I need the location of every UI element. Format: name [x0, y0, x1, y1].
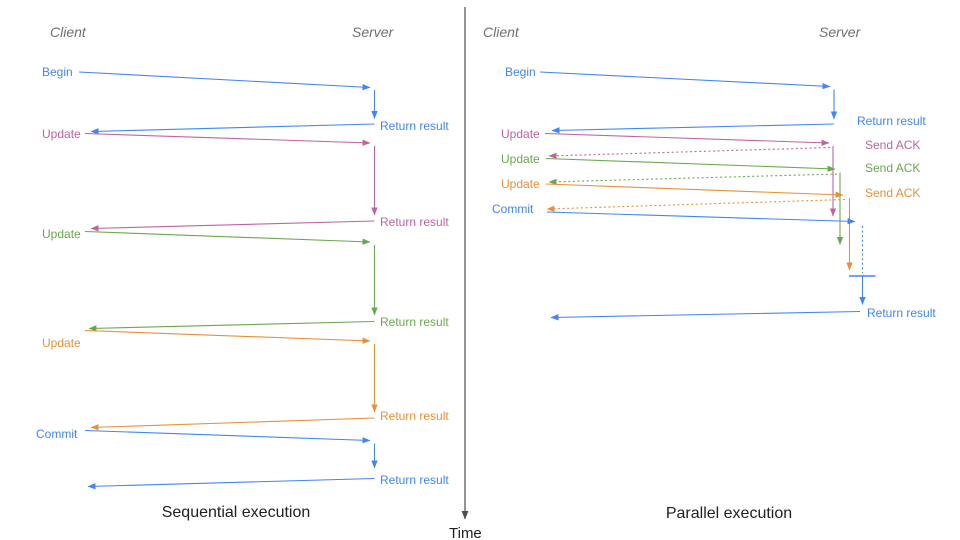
par-begin-response-arrow [551, 123, 835, 134]
seq-client-header: Client [50, 24, 87, 40]
seq-update2-response-arrow [88, 320, 375, 332]
sequential-title: Sequential execution [162, 504, 311, 521]
seq-commit-response-arrow [87, 477, 375, 490]
par-update2-ack-label: Send ACK [865, 161, 920, 175]
par-update2-request-arrow [545, 157, 836, 172]
seq-update3-label: Update [42, 336, 81, 350]
seq-update3-response-arrow [90, 417, 375, 431]
par-commit-response-arrow [550, 310, 861, 321]
par-commit-return-label: Return result [867, 306, 936, 320]
par-update2-ack-arrow [548, 173, 838, 185]
seq-update2-label: Update [42, 227, 81, 241]
par-update3-request-arrow [545, 183, 844, 198]
par-update3-ack-label: Send ACK [865, 186, 920, 200]
seq-begin-label: Begin [42, 65, 73, 79]
seq-update1-request-arrow [84, 132, 371, 146]
parallel-title: Parallel execution [666, 505, 792, 522]
seq-commit-request-arrow [84, 429, 371, 444]
par-server-header: Server [819, 24, 862, 40]
seq-begin-response-arrow [90, 123, 375, 135]
par-update1-label: Update [501, 127, 540, 141]
par-begin-return-label: Return result [857, 114, 926, 128]
time-axis: Time [449, 7, 482, 540]
par-commit-label: Commit [492, 202, 534, 216]
par-update3-ack-arrow [546, 198, 846, 212]
par-begin-label: Begin [505, 65, 536, 79]
par-begin-request-arrow [539, 71, 831, 90]
par-update1-ack-arrow [548, 146, 831, 159]
time-axis-label: Time [449, 525, 482, 540]
parallel-panel: Client Server Begin Return result Update… [483, 24, 936, 522]
seq-update2-return-label: Return result [380, 315, 449, 329]
par-update2-label: Update [501, 152, 540, 166]
sequential-panel: Client Server Begin Return result Update… [36, 24, 449, 521]
seq-update2-request-arrow [84, 230, 371, 245]
seq-begin-return-label: Return result [380, 119, 449, 133]
seq-update1-label: Update [42, 127, 81, 141]
seq-update3-return-label: Return result [380, 409, 449, 423]
seq-update3-request-arrow [84, 329, 371, 344]
seq-commit-return-label: Return result [380, 473, 449, 487]
seq-server-header: Server [352, 24, 395, 40]
par-client-header: Client [483, 24, 520, 40]
par-update1-ack-label: Send ACK [865, 138, 920, 152]
seq-update1-return-label: Return result [380, 215, 449, 229]
par-update3-label: Update [501, 177, 540, 191]
seq-begin-request-arrow [78, 71, 371, 91]
seq-update1-response-arrow [90, 220, 375, 232]
par-update1-request-arrow [544, 132, 830, 146]
par-commit-request-arrow [546, 211, 856, 225]
seq-commit-label: Commit [36, 427, 78, 441]
